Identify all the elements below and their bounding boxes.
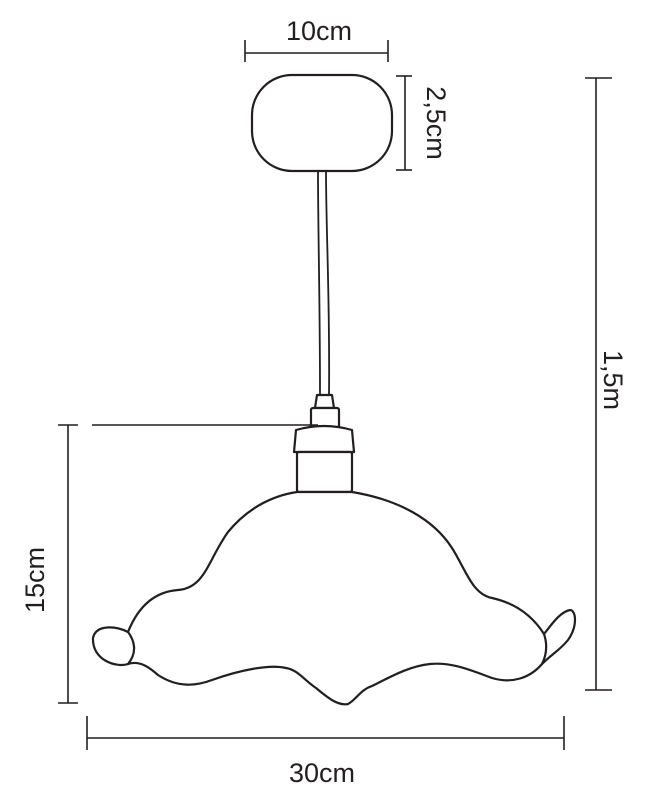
shade-height-dimension: 15cm [20,424,318,704]
socket-body [295,450,354,494]
shade-rim-overlap-right [540,632,548,666]
canopy-width-dimension: 10cm [244,16,389,62]
ceiling-canopy [250,73,394,173]
shade-width-dimension: 30cm [86,716,565,788]
power-cord [317,170,331,396]
canopy-width-label: 10cm [286,16,352,46]
total-height-label: 1,5m [598,350,628,410]
shade-rim-overlap [126,630,136,666]
socket-collar [292,424,356,454]
lamp-socket [292,393,356,494]
shade-width-label: 30cm [289,758,355,788]
canopy-height-dimension: 2,5cm [396,75,451,171]
wavy-lamp-shade [91,490,577,706]
total-height-dimension: 1,5m [585,77,628,691]
canopy-height-label: 2,5cm [421,86,451,160]
socket-top-cap [313,393,336,410]
shade-height-label: 15cm [20,547,50,613]
